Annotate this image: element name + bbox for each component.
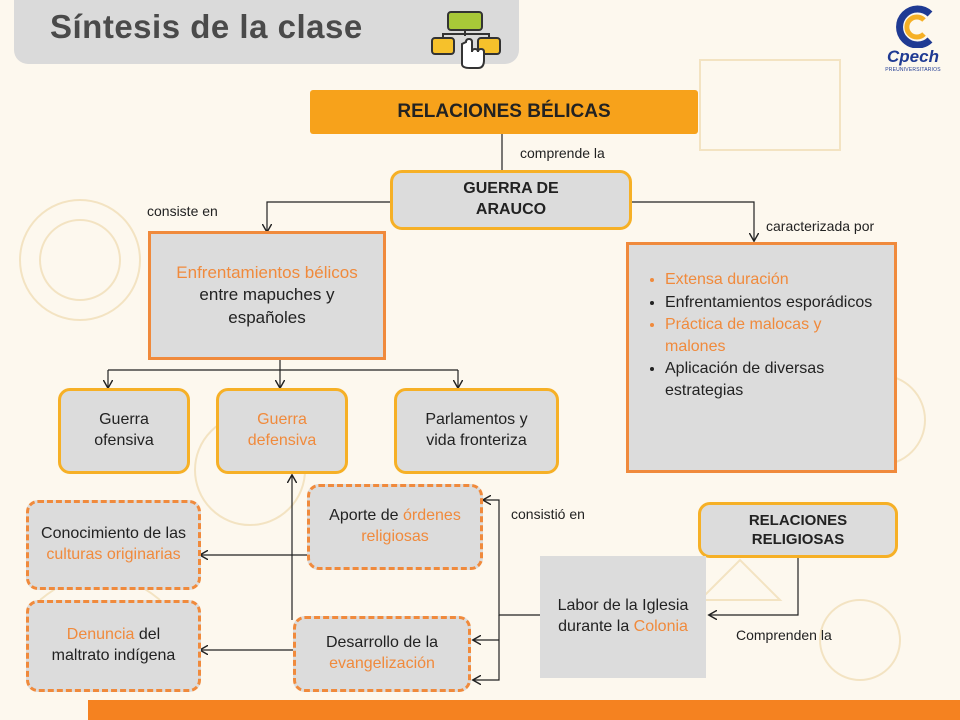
node-enfrentamientos: Enfrentamientos bélicos entre mapuches y… <box>148 231 386 360</box>
edge-label-consistio: consistió en <box>511 506 585 522</box>
edge-label-comprende: comprende la <box>520 145 605 161</box>
highlight-text: culturas originarias <box>46 546 181 563</box>
node-guerra-ofensiva: Guerra ofensiva <box>58 388 190 474</box>
highlight-text: Enfrentamientos bélicos <box>176 263 358 283</box>
edge-label-comprenden: Comprenden la <box>736 627 832 643</box>
node-guerra-defensiva: Guerra defensiva <box>216 388 348 474</box>
node-relaciones-religiosas: RELACIONES RELIGIOSAS <box>698 502 898 558</box>
node-label: RELACIONES BÉLICAS <box>397 100 611 122</box>
cpech-logo: Cpech PREUNIVERSITARIOS <box>872 4 954 76</box>
node-label: Guerra defensiva <box>247 411 317 449</box>
plain-text: Conocimiento de las <box>41 525 186 543</box>
node-aporte: Aporte de órdenes religiosas <box>307 484 483 570</box>
flowchart-click-icon <box>431 11 501 69</box>
node-label: Desarrollo de la evangelización <box>308 633 456 675</box>
list-item: Aplicación de diversas estrategias <box>665 358 884 401</box>
node-relaciones-belicas: RELACIONES BÉLICAS <box>310 90 698 134</box>
logo-name: Cpech <box>887 47 939 66</box>
list-item: Extensa duración <box>665 269 884 291</box>
node-caracteristicas: Extensa duración Enfrentamientos esporád… <box>626 242 897 473</box>
node-label: Enfrentamientos bélicos entre mapuches y… <box>169 262 365 328</box>
page-title: Síntesis de la clase <box>50 8 363 45</box>
node-label: Conocimiento de las culturas originarias <box>39 524 188 566</box>
node-label: Guerra ofensiva <box>94 411 154 449</box>
node-guerra-arauco: GUERRA DE ARAUCO <box>390 170 632 230</box>
node-denuncia: Denuncia del maltrato indígena <box>26 600 201 692</box>
list-item: Práctica de malocas y malones <box>665 314 884 357</box>
list-item: Enfrentamientos esporádicos <box>665 292 884 314</box>
highlight-text: evangelización <box>329 655 435 672</box>
node-parlamentos: Parlamentos y vida fronteriza <box>394 388 559 474</box>
plain-text: Desarrollo de la <box>325 634 439 652</box>
node-label: GUERRA DE ARAUCO <box>463 180 559 218</box>
node-desarrollo: Desarrollo de la evangelización <box>293 616 471 692</box>
node-label: RELACIONES RELIGIOSAS <box>748 511 848 549</box>
logo-tagline: PREUNIVERSITARIOS <box>885 67 941 73</box>
plain-text: Aporte de <box>329 507 403 525</box>
logo-emblem-icon <box>896 5 933 49</box>
node-labor: Labor de la Iglesia durante la Colonia <box>540 556 706 678</box>
plain-text: Labor de la Iglesia durante la <box>557 597 689 635</box>
node-label: Labor de la Iglesia durante la Colonia <box>552 596 694 638</box>
node-label: Parlamentos y vida fronteriza <box>425 411 528 449</box>
node-conocimiento: Conocimiento de las culturas originarias <box>26 500 201 590</box>
node-label: Aporte de órdenes religiosas <box>326 506 464 548</box>
highlight-text: Denuncia <box>66 626 135 644</box>
rest-text: del maltrato indígena <box>51 626 176 664</box>
highlight-text: Colonia <box>633 618 688 635</box>
node-label: Denuncia del maltrato indígena <box>41 625 186 667</box>
footer-bar <box>88 700 960 720</box>
highlight-text: órdenes religiosas <box>361 507 461 545</box>
edge-label-caracterizada: caracterizada por <box>766 218 875 234</box>
rest-text: entre mapuches y españoles <box>199 285 335 327</box>
edge-label-consiste: consiste en <box>147 203 218 219</box>
